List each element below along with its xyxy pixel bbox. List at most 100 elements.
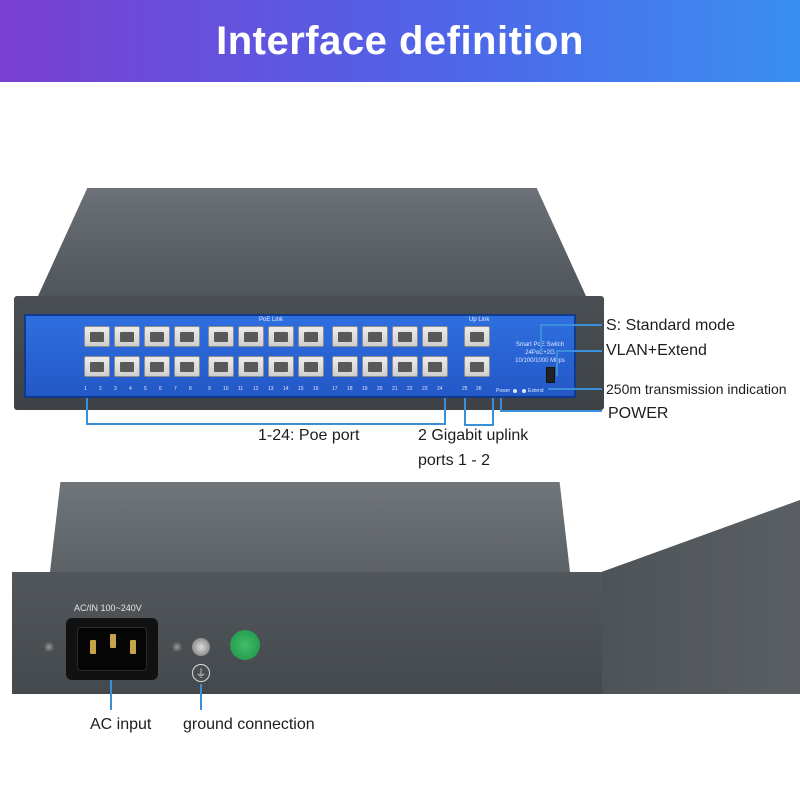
vlan-extend-callout: VLAN+Extend xyxy=(606,342,707,359)
uplink-callout-line-left xyxy=(464,398,466,426)
ground-screw[interactable] xyxy=(192,638,210,656)
poe-port-22[interactable] xyxy=(392,356,418,377)
ac-socket-inner xyxy=(77,627,147,671)
port-number-label: 24 xyxy=(437,386,443,392)
uplink-callout-line1: 2 Gigabit uplink xyxy=(418,427,529,444)
ac-pin-left xyxy=(90,640,96,654)
poe-port-7[interactable] xyxy=(174,326,200,347)
poe-port-5[interactable] xyxy=(144,326,170,347)
uplink-port-25[interactable] xyxy=(464,326,490,347)
port-number-label: 13 xyxy=(268,386,274,392)
poe-port-12[interactable] xyxy=(238,356,264,377)
port-number-label: 6 xyxy=(159,386,162,392)
port-number-label: 1 xyxy=(84,386,87,392)
green-sticker xyxy=(230,630,260,660)
right-screw xyxy=(172,642,182,652)
poe-port-8[interactable] xyxy=(174,356,200,377)
poe-port-20[interactable] xyxy=(362,356,388,377)
power-callout: POWER xyxy=(608,405,669,422)
ac-rating-label: AC/IN 100~240V xyxy=(74,603,142,613)
poe-port-14[interactable] xyxy=(268,356,294,377)
uplink-label: Up Link xyxy=(469,317,490,323)
power-callout-vertical xyxy=(500,398,502,412)
poe-port-17[interactable] xyxy=(332,326,358,347)
port-number-label: 21 xyxy=(392,386,398,392)
port-number-label: 7 xyxy=(174,386,177,392)
ac-callout-line xyxy=(110,680,112,710)
port-number-label: 4 xyxy=(129,386,132,392)
port-number-label: 10 xyxy=(223,386,229,392)
port-number-label: 2 xyxy=(99,386,102,392)
port-number-label: 11 xyxy=(238,386,244,392)
extend-led xyxy=(522,389,526,393)
brand-line-2: 24PoE+2G xyxy=(525,350,555,356)
port-number-label: 12 xyxy=(253,386,259,392)
poe-port-3[interactable] xyxy=(114,326,140,347)
port-number-label: 3 xyxy=(114,386,117,392)
power-led-label: Power xyxy=(496,388,511,394)
port-number-label: 23 xyxy=(422,386,428,392)
ground-callout-line xyxy=(200,684,202,710)
port-number-label: 18 xyxy=(347,386,353,392)
poe-callout-line-right xyxy=(444,398,446,425)
poe-port-6[interactable] xyxy=(144,356,170,377)
port-number-label: 22 xyxy=(407,386,413,392)
poe-port-16[interactable] xyxy=(298,356,324,377)
poe-port-11[interactable] xyxy=(238,326,264,347)
brand-line-3: 10/100/1000 Mbps xyxy=(515,358,565,364)
power-callout-line xyxy=(500,410,602,412)
port-number-label: 16 xyxy=(313,386,319,392)
brand-line-1: Smart PoE Switch xyxy=(515,342,565,348)
ground-symbol-icon: ⏚ xyxy=(192,664,210,682)
poe-port-24[interactable] xyxy=(422,356,448,377)
transmission-callout-line xyxy=(548,388,602,390)
uplink-callout-line-bottom xyxy=(464,424,494,426)
poe-port-21[interactable] xyxy=(392,326,418,347)
poe-link-label: PoE Link xyxy=(259,317,284,323)
poe-port-9[interactable] xyxy=(208,326,234,347)
poe-port-15[interactable] xyxy=(298,326,324,347)
poe-port-18[interactable] xyxy=(332,356,358,377)
uplink-callout-line2: ports 1 - 2 xyxy=(418,452,491,469)
mode-switch[interactable] xyxy=(546,367,555,383)
power-led xyxy=(513,389,517,393)
port-number-label: 9 xyxy=(208,386,211,392)
ac-input-callout: AC input xyxy=(90,716,152,733)
ac-power-socket[interactable] xyxy=(66,618,158,680)
poe-port-10[interactable] xyxy=(208,356,234,377)
standard-mode-callout: S: Standard mode xyxy=(606,317,735,334)
poe-port-callout: 1-24: Poe port xyxy=(258,427,360,444)
poe-port-4[interactable] xyxy=(114,356,140,377)
uplink-port-26[interactable] xyxy=(464,356,490,377)
back-unit-top xyxy=(50,482,570,572)
vlan-callout-vertical xyxy=(556,350,558,376)
poe-port-2[interactable] xyxy=(84,356,110,377)
left-screw xyxy=(44,642,54,652)
port-number-label: 17 xyxy=(332,386,338,392)
uplink-number-label: 25 xyxy=(462,386,468,392)
ac-pin-right xyxy=(130,640,136,654)
poe-port-19[interactable] xyxy=(362,326,388,347)
standard-mode-callout-line xyxy=(540,324,602,326)
port-number-label: 5 xyxy=(144,386,147,392)
poe-port-13[interactable] xyxy=(268,326,294,347)
transmission-callout: 250m transmission indication xyxy=(606,381,787,397)
port-number-label: 8 xyxy=(189,386,192,392)
port-number-label: 19 xyxy=(362,386,368,392)
poe-callout-line-bottom xyxy=(86,423,446,425)
ac-pin-center xyxy=(110,634,116,648)
port-number-label: 20 xyxy=(377,386,383,392)
ground-connection-callout: ground connection xyxy=(183,716,315,733)
front-unit-top xyxy=(38,188,586,296)
back-unit-side xyxy=(602,500,800,694)
standard-mode-callout-vertical xyxy=(540,324,542,352)
poe-port-1[interactable] xyxy=(84,326,110,347)
uplink-callout-line-right xyxy=(492,398,494,426)
banner-title: Interface definition xyxy=(216,18,584,63)
port-number-label: 14 xyxy=(283,386,289,392)
extend-led-label: Extend xyxy=(528,388,544,394)
port-number-label: 15 xyxy=(298,386,304,392)
poe-port-23[interactable] xyxy=(422,326,448,347)
title-banner: Interface definition xyxy=(0,0,800,82)
